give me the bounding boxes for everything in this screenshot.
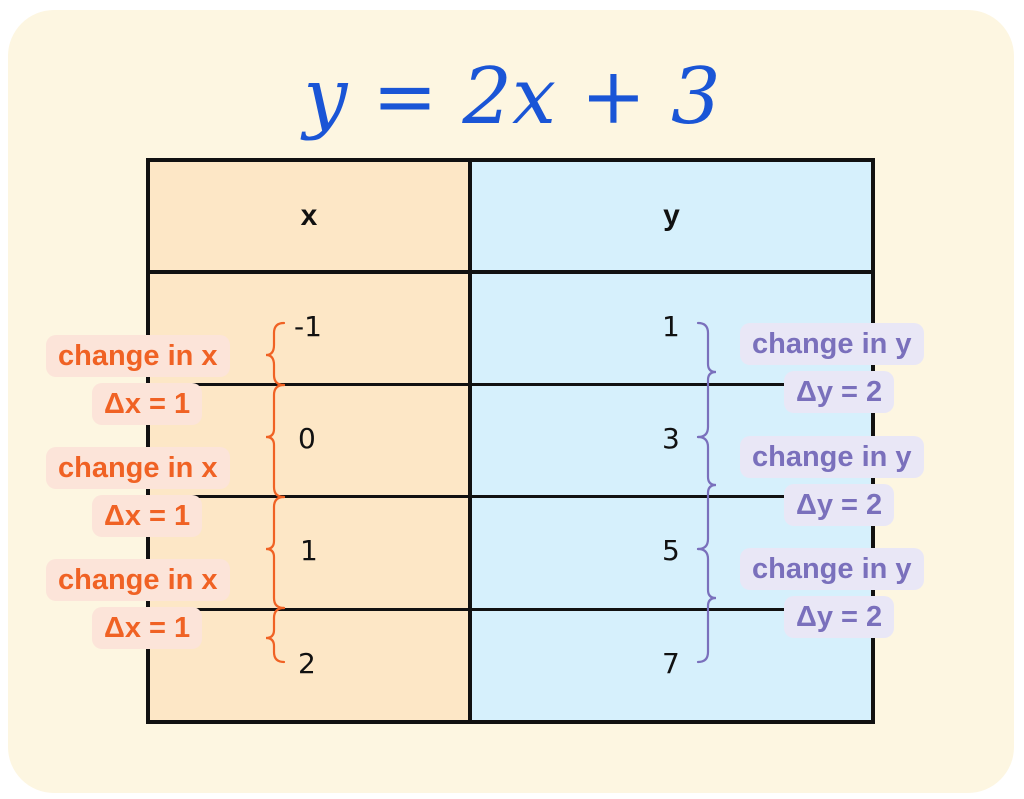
change-in-x-label: change in x (46, 447, 230, 489)
y-brace (696, 435, 717, 551)
x-header: x (300, 199, 318, 232)
table-border-left (146, 158, 150, 724)
x-value: 1 (300, 534, 318, 567)
x-brace (265, 321, 286, 387)
row-divider (146, 495, 875, 498)
delta-x-label: Δx = 1 (92, 495, 203, 537)
y-value: 5 (662, 534, 680, 567)
delta-y-label: Δy = 2 (784, 371, 895, 413)
y-value: 7 (662, 647, 680, 680)
x-brace (265, 383, 286, 499)
equation-title: y = 2x + 3 (303, 52, 721, 142)
table-border-bottom (146, 720, 875, 724)
row-divider (146, 383, 875, 386)
y-brace (696, 547, 717, 664)
change-in-y-label: change in y (740, 436, 924, 478)
column-divider (468, 158, 472, 724)
change-in-x-label: change in x (46, 335, 230, 377)
y-brace (696, 321, 717, 439)
delta-y-label: Δy = 2 (784, 596, 895, 638)
x-brace (265, 495, 286, 610)
x-value: 2 (298, 647, 316, 680)
y-header: y (663, 199, 680, 232)
header-divider (146, 270, 875, 274)
change-in-y-label: change in y (740, 323, 924, 365)
delta-y-label: Δy = 2 (784, 484, 895, 526)
table-border-top (146, 158, 875, 162)
delta-x-label: Δx = 1 (92, 607, 203, 649)
x-brace (265, 606, 286, 664)
y-value: 3 (662, 422, 680, 455)
y-value: 1 (662, 310, 680, 343)
change-in-x-label: change in x (46, 559, 230, 601)
delta-x-label: Δx = 1 (92, 383, 203, 425)
x-value: -1 (294, 310, 322, 343)
x-value: 0 (298, 422, 316, 455)
row-divider (146, 608, 875, 611)
change-in-y-label: change in y (740, 548, 924, 590)
